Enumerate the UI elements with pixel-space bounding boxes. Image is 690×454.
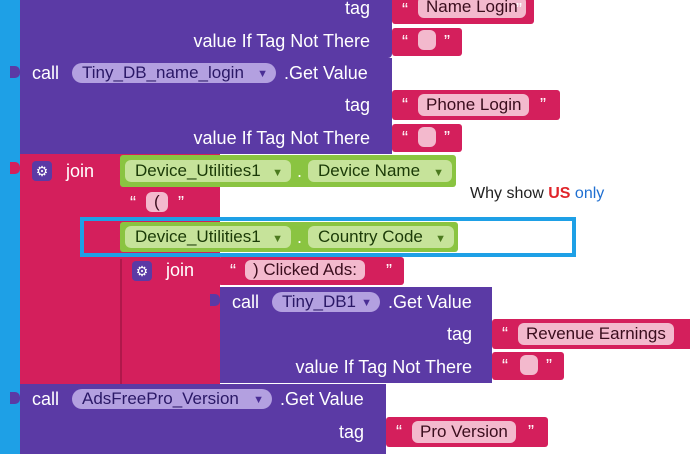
gear-icon[interactable]: ⚙ <box>132 261 152 281</box>
open-quote-icon: “ <box>402 0 408 20</box>
dropdown-arrow-icon: ▼ <box>361 297 372 309</box>
open-quote-icon: “ <box>230 261 236 281</box>
highlight-box <box>80 217 576 257</box>
value-if-tag-not-there-label: value If Tag Not There <box>193 31 370 51</box>
block-connector <box>10 392 20 404</box>
empty-text-value[interactable] <box>418 30 436 50</box>
property-dropdown[interactable]: Device Name ▼ <box>308 160 452 182</box>
close-quote-icon: ” <box>444 32 450 52</box>
annotation-note: Why show US only <box>470 185 604 203</box>
property-name: Country Code <box>318 227 423 246</box>
close-quote-icon: ” <box>540 95 546 115</box>
dot-label: . <box>297 161 303 181</box>
component-name: Device_Utilities1 <box>135 161 261 180</box>
block-connector <box>108 230 118 242</box>
close-quote-icon: ” <box>528 422 534 442</box>
text-value[interactable]: Revenue Earnings <box>518 323 674 345</box>
component-dropdown[interactable]: Tiny_DB1 ▼ <box>272 292 380 312</box>
join-label: join <box>66 161 95 181</box>
tag-label: tag <box>446 324 472 344</box>
component-name: AdsFreePro_Version <box>82 389 239 408</box>
call-label: call <box>232 292 260 312</box>
text-value[interactable]: Name Login <box>418 0 526 18</box>
property-dropdown[interactable]: Country Code ▼ <box>308 226 454 248</box>
value-if-tag-not-there-label: value If Tag Not There <box>295 357 472 377</box>
dropdown-arrow-icon: ▼ <box>272 233 283 245</box>
open-quote-icon: “ <box>502 324 508 344</box>
gear-icon[interactable]: ⚙ <box>32 161 52 181</box>
note-highlight: US <box>548 185 571 202</box>
text-value[interactable]: Pro Version <box>412 421 516 443</box>
value-if-tag-not-there-label: value If Tag Not There <box>193 128 370 148</box>
open-quote-icon: “ <box>402 32 408 52</box>
component-dropdown[interactable]: Device_Utilities1 ▼ <box>125 226 291 248</box>
block-connector <box>10 66 20 78</box>
open-quote-icon: “ <box>402 95 408 115</box>
block-connector <box>10 162 20 174</box>
method-label: .Get Value <box>280 389 364 409</box>
dropdown-arrow-icon: ▼ <box>435 233 446 245</box>
close-quote-icon: ” <box>516 0 522 20</box>
empty-text-value[interactable] <box>418 127 436 147</box>
open-quote-icon: “ <box>396 422 402 442</box>
dropdown-arrow-icon: ▼ <box>433 167 444 179</box>
tag-label: tag <box>344 95 370 115</box>
close-quote-icon: ” <box>386 261 392 281</box>
component-dropdown[interactable]: AdsFreePro_Version ▼ <box>72 389 272 409</box>
dropdown-arrow-icon: ▼ <box>253 394 264 406</box>
method-label: .Get Value <box>284 63 368 83</box>
close-quote-icon: ” <box>178 193 184 213</box>
block-connector <box>210 294 220 306</box>
tag-label: tag <box>338 422 364 442</box>
note-prefix: Why show <box>470 185 549 202</box>
text-value[interactable]: ) Clicked Ads: <box>245 260 365 280</box>
component-name: Tiny_DB_name_login <box>82 63 244 82</box>
component-dropdown[interactable]: Tiny_DB_name_login ▼ <box>72 63 276 83</box>
open-quote-icon: “ <box>502 356 508 376</box>
call-label: call <box>32 63 60 83</box>
open-quote-icon: “ <box>130 193 136 213</box>
get-value-block-top[interactable] <box>20 0 392 58</box>
close-quote-icon: ” <box>444 128 450 148</box>
empty-text-value[interactable] <box>520 355 538 375</box>
call-label: call <box>32 389 60 409</box>
text-value[interactable]: Phone Login <box>418 94 530 116</box>
tag-label: tag <box>344 0 370 18</box>
dropdown-arrow-icon: ▼ <box>257 68 268 80</box>
dot-label: . <box>297 227 303 247</box>
component-name: Device_Utilities1 <box>135 227 261 246</box>
note-suffix: only <box>570 185 605 202</box>
open-quote-icon: “ <box>402 128 408 148</box>
workspace-left-edge <box>0 0 20 454</box>
dropdown-arrow-icon: ▼ <box>272 167 283 179</box>
component-name: Tiny_DB1 <box>282 292 357 311</box>
close-quote-icon: ” <box>546 356 552 376</box>
method-label: .Get Value <box>388 292 472 312</box>
component-dropdown[interactable]: Device_Utilities1 ▼ <box>125 160 291 182</box>
join-label: join <box>166 260 195 280</box>
property-name: Device Name <box>318 161 421 180</box>
text-value[interactable]: ( <box>146 192 168 212</box>
